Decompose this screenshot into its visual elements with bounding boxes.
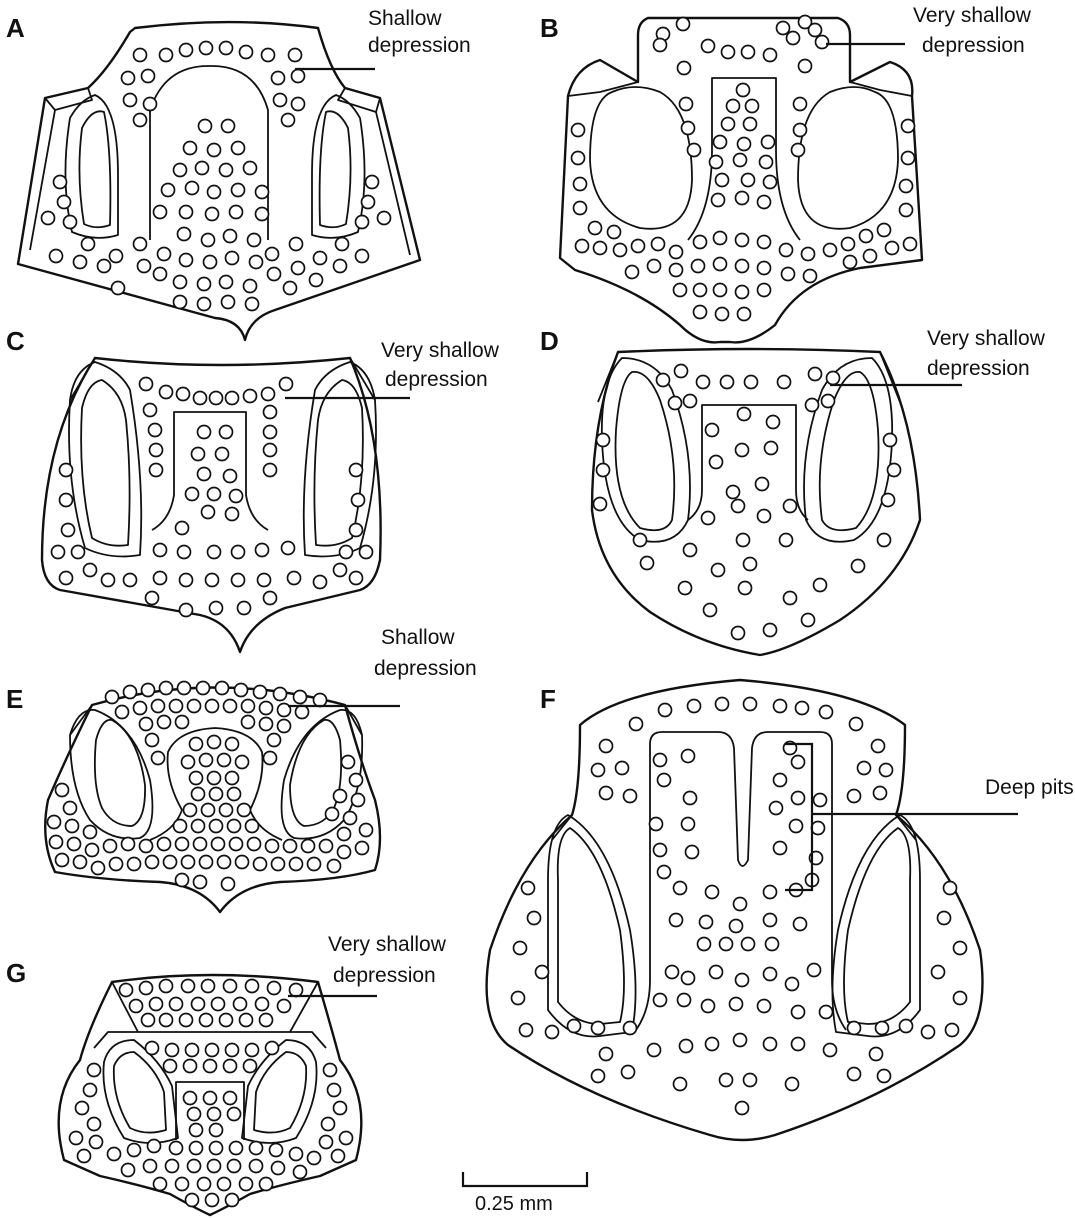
panel-f-eye-left [558,828,624,1024]
panel-a-annotation: Shallow depression [368,7,471,57]
panel-b-notch-left [568,82,638,96]
panel-a-notch-left [45,88,92,110]
panel-label-g: G [6,958,26,988]
panel-e: E Shallow depression [6,626,477,912]
panel-f-notches [552,815,916,840]
scale-bar: 0.25 mm [463,1172,587,1215]
panel-label-e: E [6,684,23,714]
panel-label-f: F [540,684,556,714]
panel-label-d: D [540,326,559,356]
panel-c: C Very shallow depression [6,326,505,652]
panel-g: G Very shallow depression [6,933,452,1215]
panel-f-annotation: Deep pits [985,776,1074,799]
panel-b-notch-right [850,82,912,96]
panel-a-edge-left [30,110,55,250]
panel-f: F Deep pits [487,680,1074,1140]
panel-a: A Shallow dep [6,7,471,340]
scale-bar-line [463,1172,587,1186]
panel-b-pits [572,16,917,321]
panel-b-annotation: Very shallow depression [913,4,1037,57]
panel-label-a: A [6,13,25,43]
panel-g-pits [70,980,353,1207]
panel-d-annotation: Very shallow depression [927,327,1051,380]
panel-b-eye-left [590,87,692,229]
scale-bar-label: 0.25 mm [475,1193,553,1215]
panel-f-leader-bracket [785,744,1018,890]
panel-c-annotation: Very shallow depression [381,339,505,391]
panel-e-eye-left [95,720,145,826]
panel-b-eye-right [798,87,898,229]
panel-a-eye-left [79,111,110,227]
panel-g-annotation: Very shallow depression [328,933,452,987]
panel-a-edge-right [376,112,410,255]
panel-c-eye-left [81,380,129,546]
panel-label-b: B [540,13,559,43]
panel-c-lateral-shield-left [69,362,141,556]
panel-c-pits [52,378,373,617]
panel-f-eye-right [844,828,910,1024]
panel-e-annotation: Shallow depression [374,626,477,680]
panel-d-eye-left [616,372,675,530]
panel-b: B Very shallow depression [540,4,1037,342]
panel-a-eye-right [320,111,351,227]
panel-g-lateral-shield-left [103,1040,178,1143]
panel-d: D Very shallow depression [540,326,1051,655]
panel-label-c: C [6,326,25,356]
